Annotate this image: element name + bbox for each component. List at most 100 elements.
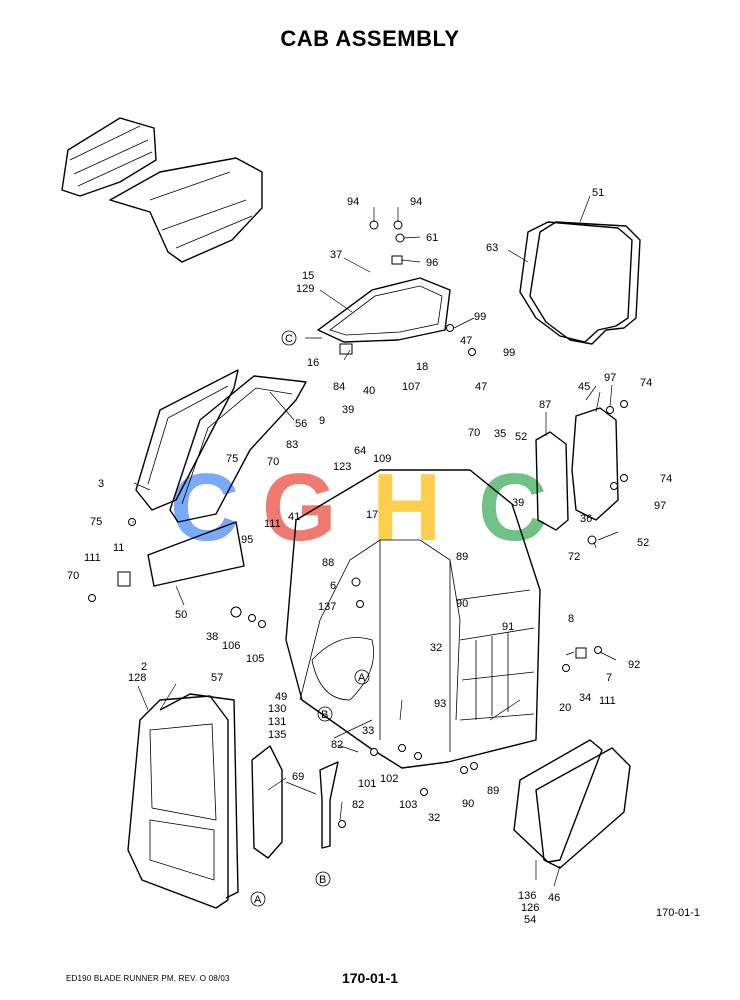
callout: 90	[456, 598, 468, 610]
hardware-20	[594, 646, 602, 654]
callout: 83	[286, 439, 298, 451]
callout: 69	[292, 771, 304, 783]
callout: 128	[128, 672, 146, 684]
callout: 32	[428, 812, 440, 824]
callout: 50	[175, 609, 187, 621]
callout: 111	[599, 695, 616, 707]
callout: 63	[486, 242, 498, 254]
callout: 82	[352, 799, 364, 811]
leader-lines	[132, 195, 619, 887]
callout: 103	[399, 799, 417, 811]
hardware-13	[88, 594, 96, 602]
hardware-11	[610, 482, 618, 490]
hardware-3	[395, 233, 405, 243]
callout: 40	[363, 385, 375, 397]
watermark-letter-3: H	[372, 454, 441, 561]
callout: 8	[568, 613, 574, 625]
hardware-5	[446, 324, 454, 332]
hardware-8	[606, 406, 614, 414]
callout: 46	[548, 892, 560, 904]
hardware-23	[370, 748, 378, 756]
hardware-22	[562, 664, 570, 672]
callout: 97	[654, 500, 666, 512]
hardware-14	[117, 571, 131, 587]
rear-glass-drawing	[513, 739, 631, 869]
callout: 45	[578, 381, 590, 393]
callout: 16	[307, 357, 319, 369]
callout: 99	[474, 311, 486, 323]
ref-circle-a-top	[354, 669, 370, 685]
hardware-7	[339, 343, 353, 355]
callout: 101	[358, 778, 376, 790]
callout: 99	[503, 347, 515, 359]
callout: 89	[487, 785, 499, 797]
hardware-19	[356, 600, 364, 608]
manual-footer: ED190 BLADE RUNNER PM, REV. O 08/03	[66, 974, 230, 983]
callout-labels: 94 94 61 96 37 15 129 51 63 99 47 99 47 …	[67, 187, 672, 926]
watermark: C G H C	[170, 454, 547, 561]
callout: 57	[211, 672, 223, 684]
hardware-9	[620, 400, 628, 408]
callout: 17	[366, 509, 378, 521]
callout: 9	[319, 415, 325, 427]
hardware-4	[391, 255, 403, 265]
hardware-29	[420, 788, 428, 796]
reference-circles	[250, 330, 370, 907]
callout: 136	[518, 890, 536, 902]
callout: 37	[330, 249, 342, 261]
callout: 11	[113, 542, 124, 554]
callout: 92	[628, 659, 640, 671]
callout: 52	[637, 537, 649, 549]
callout: 49	[275, 691, 287, 703]
hardware-2	[393, 220, 403, 230]
callout: 74	[660, 473, 672, 485]
bracket-drawing	[319, 761, 339, 849]
callout: 126	[521, 902, 539, 914]
callout: 33	[362, 725, 374, 737]
door-drawing	[127, 693, 239, 909]
callout: 93	[434, 698, 446, 710]
callout: 51	[592, 187, 604, 199]
lower-left-glass-drawing	[147, 521, 245, 587]
callout: 91	[502, 621, 514, 633]
callout: 15	[302, 270, 314, 282]
callout: 70	[67, 570, 79, 582]
callout: 95	[241, 534, 253, 546]
callout: B	[321, 709, 328, 721]
hardware-18	[351, 577, 361, 587]
callout: 106	[222, 640, 240, 652]
hardware-24	[398, 744, 406, 752]
callout: 129	[296, 283, 314, 295]
callout: 35	[494, 428, 506, 440]
callout: 131	[268, 716, 286, 728]
watermark-letter-2: G	[262, 454, 337, 561]
hardware-10	[620, 474, 628, 482]
upper-right-glass-drawing	[519, 221, 641, 345]
callout: 64	[354, 445, 366, 457]
callout: 94	[347, 196, 359, 208]
hardware-symbols	[88, 220, 628, 828]
callout: 111	[84, 552, 101, 564]
callout: 75	[226, 453, 238, 465]
callout: 56	[295, 418, 307, 430]
callout: A	[358, 672, 366, 684]
callout: B	[319, 874, 326, 886]
callout: 89	[456, 551, 468, 563]
callout: 137	[318, 601, 336, 613]
callout: 135	[268, 729, 286, 741]
callout: 38	[206, 631, 218, 643]
hardware-1	[369, 220, 379, 230]
callout: A	[254, 894, 262, 906]
ref-circle-a-bottom	[250, 891, 266, 907]
callout: 47	[475, 381, 487, 393]
callout: 90	[462, 798, 474, 810]
hardware-26	[460, 766, 468, 774]
cab-body-drawing	[285, 469, 541, 769]
callout: 52	[515, 431, 527, 443]
page-title: CAB ASSEMBLY	[280, 26, 460, 51]
hardware-15	[230, 606, 242, 618]
ref-circle-b-top	[317, 706, 333, 722]
callout: 107	[402, 381, 420, 393]
hardware-16	[248, 614, 256, 622]
